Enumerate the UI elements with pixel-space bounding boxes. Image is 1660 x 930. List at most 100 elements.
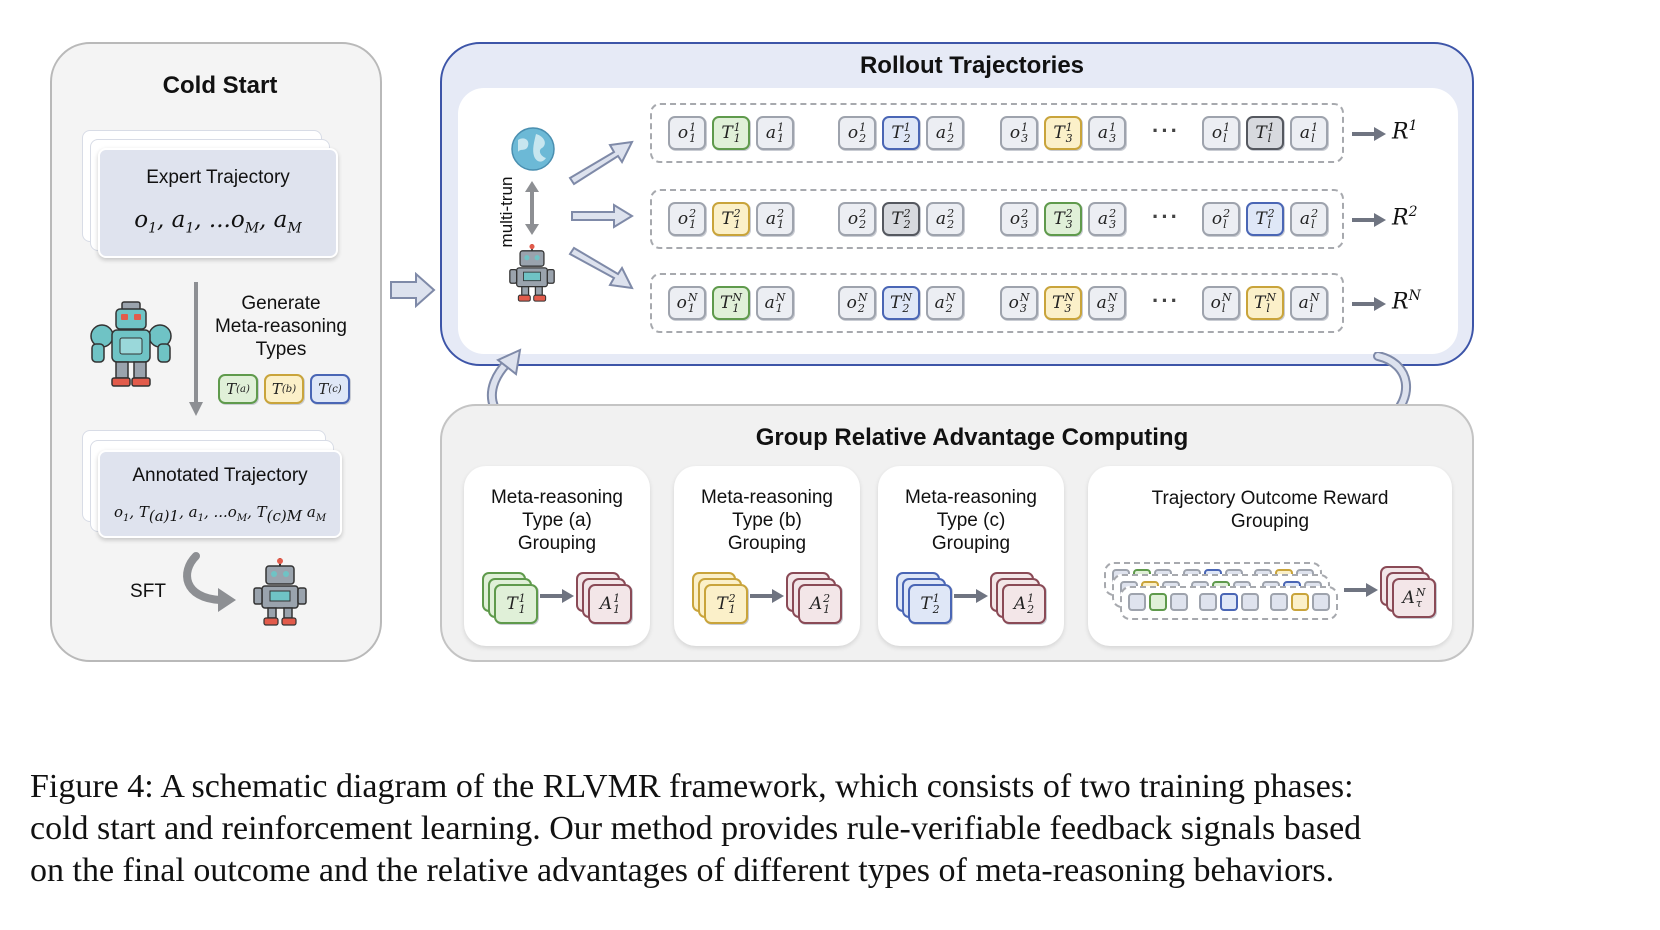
sft-curved-arrow-icon: [183, 552, 236, 612]
mini-token: [1220, 593, 1238, 611]
reward-arrow-icon: [1352, 212, 1388, 233]
mini-token: [1241, 593, 1259, 611]
type-a-token: T(a): [218, 374, 258, 404]
mini-token: [1291, 593, 1309, 611]
group-arrow-icon: [750, 588, 786, 609]
generate-arrow-icon: [189, 282, 203, 416]
double-arrow-icon: [525, 181, 539, 235]
grouping-label: Meta-reasoning: [490, 487, 624, 508]
caption-line-1: Figure 4: A schematic diagram of the RLV…: [30, 768, 1354, 805]
mini-token: [1312, 593, 1330, 611]
type-b-token: T(b): [264, 374, 304, 404]
grouping-label: Meta-reasoning: [904, 487, 1038, 508]
mini-token: [1170, 593, 1188, 611]
caption-line-3: on the final outcome and the relative ad…: [30, 852, 1335, 889]
type-c-token: T(c): [310, 374, 350, 404]
ellipsis: ···: [1152, 118, 1180, 143]
grouping-label: Type (c): [936, 510, 1006, 531]
cold-start-title: Cold Start: [162, 72, 278, 99]
grouping-label: Type (a): [522, 510, 592, 531]
mini-token: [1128, 593, 1146, 611]
expert-trajectory-label: Expert Trajectory: [146, 167, 290, 188]
annotated-trajectory-label: Annotated Trajectory: [132, 465, 308, 486]
fan-out-arrows-icon: [568, 140, 634, 290]
generate-label-1: Generate: [241, 293, 321, 314]
caption-line-2: cold start and reinforcement learning. O…: [30, 810, 1362, 847]
outcome-grouping-label-1: Trajectory Outcome Reward: [1151, 488, 1389, 509]
mini-token: [1270, 593, 1288, 611]
outcome-arrow-icon: [1344, 582, 1380, 603]
trajectory-row-1: [650, 103, 1344, 163]
expert-trajectory-card: [98, 148, 338, 258]
trajectory-row-3: [650, 273, 1344, 333]
trajectory-row-2: [650, 189, 1344, 249]
expert-trajectory-formula: o1, a1, ...oM, aM: [134, 207, 302, 237]
reward-label: R1: [1392, 118, 1418, 145]
group-arrow-icon: [954, 588, 990, 609]
generate-label-2: Meta-reasoning: [214, 316, 348, 337]
reward-label: RN: [1392, 288, 1421, 315]
robot-icon-sft: [253, 558, 307, 626]
grouping-label: Type (b): [732, 510, 802, 531]
grouping-label: Grouping: [727, 533, 807, 554]
sft-label: SFT: [130, 581, 166, 602]
grac-title: Group Relative Advantage Computing: [755, 424, 1189, 451]
figure-caption: Figure 4: A schematic diagram of the RLV…: [30, 766, 1630, 892]
grouping-label: Meta-reasoning: [700, 487, 834, 508]
mini-token: [1149, 593, 1167, 611]
ellipsis: ···: [1152, 288, 1180, 313]
annotated-trajectory-card: [98, 450, 342, 538]
outcome-grouping-label-2: Grouping: [1230, 511, 1310, 532]
reward-arrow-icon: [1352, 296, 1388, 317]
ellipsis: ···: [1152, 204, 1180, 229]
muscular-robot-icon: [90, 301, 172, 387]
annotated-trajectory-formula: o1, T(a)1, a1, ...oM, T(c)M aM: [113, 503, 327, 525]
group-arrow-icon: [540, 588, 576, 609]
globe-icon: [511, 127, 555, 171]
reward-arrow-icon: [1352, 126, 1388, 147]
grouping-label: Grouping: [517, 533, 597, 554]
